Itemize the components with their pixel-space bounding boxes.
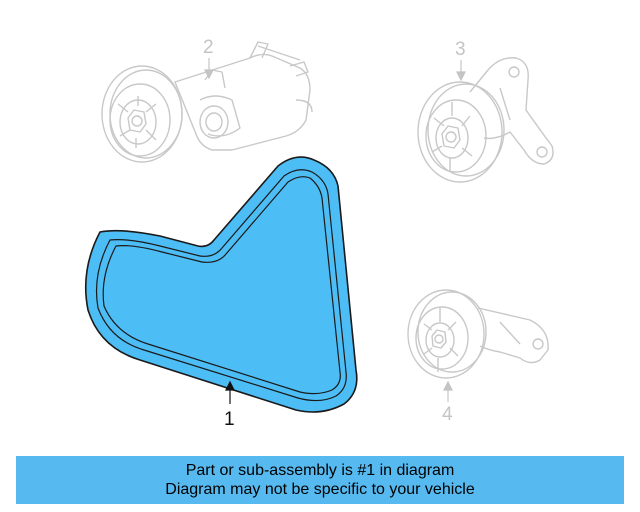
part-3-idler-pulley-drawing <box>417 57 554 183</box>
part-1-serpentine-belt[interactable] <box>84 156 358 413</box>
info-banner: Part or sub-assembly is #1 in diagram Di… <box>16 456 624 504</box>
part-2-tensioner-drawing <box>101 41 313 163</box>
callout-leaders <box>204 58 466 404</box>
banner-line-2: Diagram may not be specific to your vehi… <box>165 481 475 498</box>
belt-rib-1 <box>95 169 347 402</box>
part-4-idler-pulley-drawing <box>407 289 549 379</box>
callout-3[interactable]: 3 <box>455 39 466 60</box>
callout-4[interactable]: 4 <box>442 404 453 425</box>
belt-outer <box>84 156 358 413</box>
belt-rib-2 <box>102 176 341 395</box>
banner-line-1: Part or sub-assembly is #1 in diagram <box>185 462 455 479</box>
callout-2[interactable]: 2 <box>203 37 214 58</box>
callout-1[interactable]: 1 <box>224 409 235 430</box>
